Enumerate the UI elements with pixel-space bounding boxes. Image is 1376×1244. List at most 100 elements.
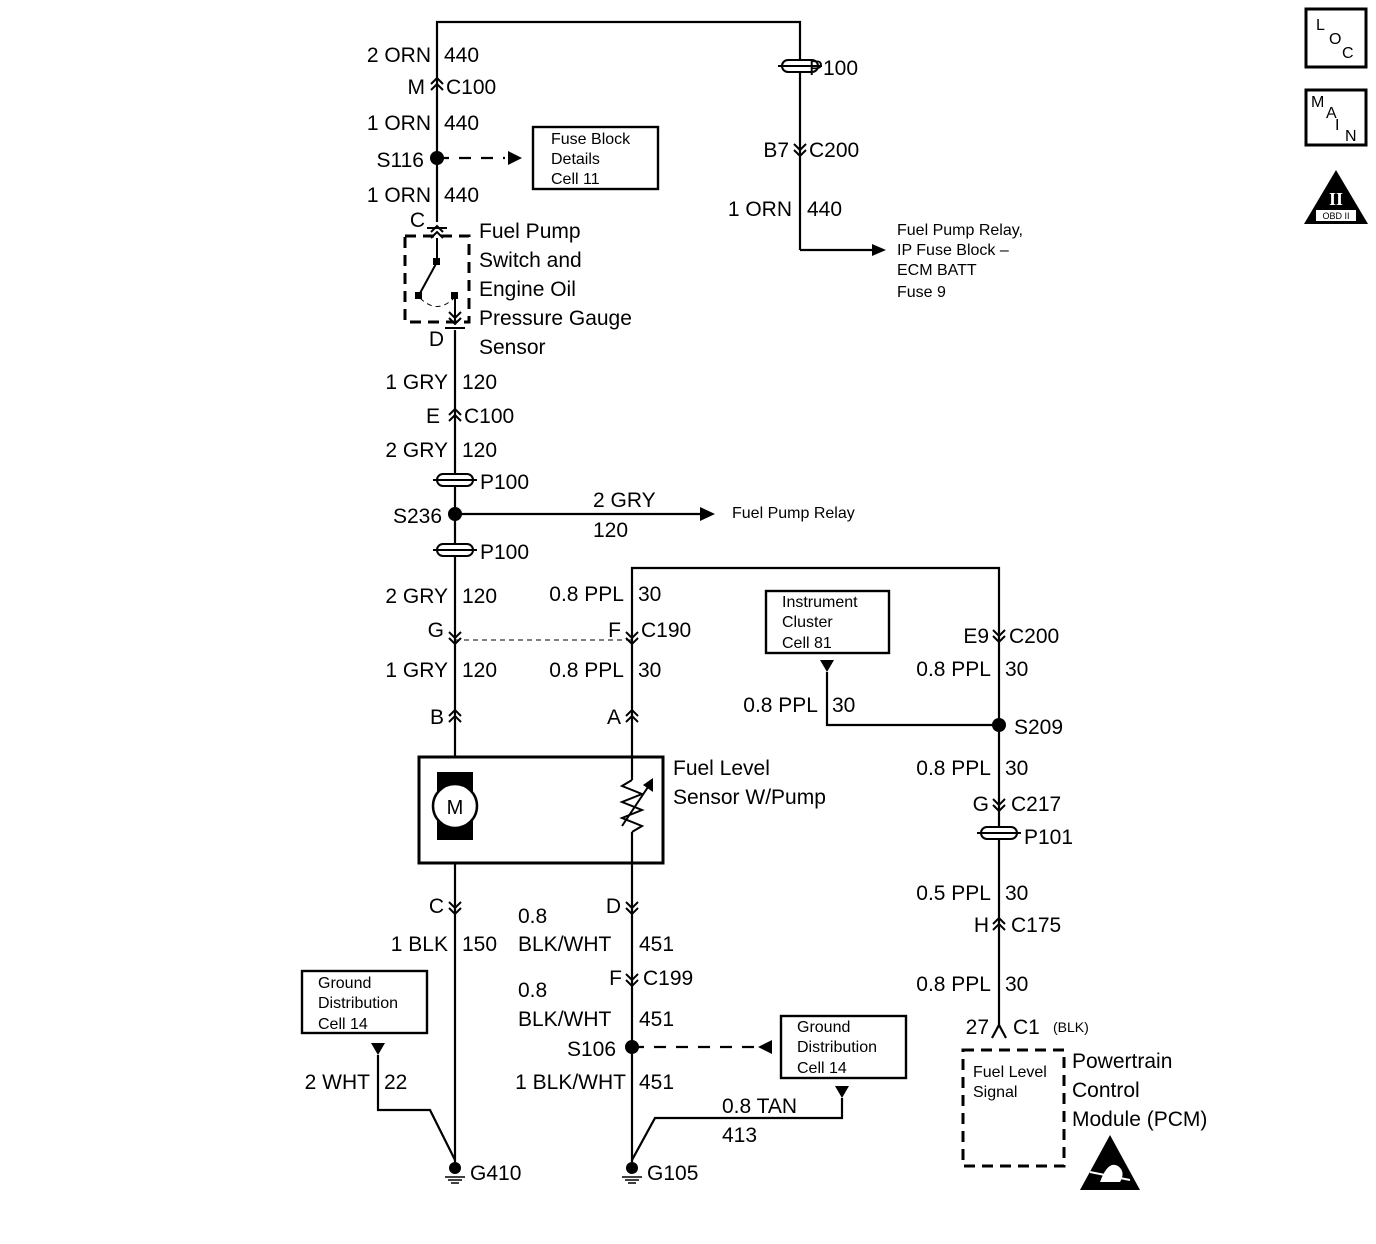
splice-s236 (448, 507, 462, 521)
passthrough-p100-a (432, 473, 478, 487)
passthrough-p101 (976, 826, 1022, 840)
wire-label-circuit: 120 (593, 519, 628, 542)
wire-label-gauge-color: 0.8 TAN (722, 1095, 797, 1118)
wire-label-gauge-color: 0.8 PPL (549, 659, 624, 682)
wire-label-gauge-color: 0.8 PPL (743, 694, 818, 717)
main-icon[interactable]: M A I N (1304, 88, 1368, 147)
component-name: Switch and (479, 249, 582, 272)
ref-text: ECM BATT (897, 262, 977, 279)
svg-text:M: M (1311, 94, 1324, 111)
wire-label-circuit: 30 (1005, 973, 1028, 996)
wire-label-circuit: 30 (1005, 882, 1028, 905)
connector-pin-label: G (428, 619, 444, 642)
wire-wht-22 (376, 1055, 456, 1161)
component-name: Engine Oil (479, 278, 576, 301)
wire-label-color: BLK/WHT (518, 1008, 612, 1031)
wire-label-gauge-color: 2 ORN (367, 44, 431, 67)
wire-label-gauge-color: 2 GRY (593, 489, 656, 512)
obd-ii-icon[interactable]: II OBD II (1304, 170, 1368, 224)
component-name: Fuel Pump (479, 220, 581, 243)
wire-label-gauge-color: 2 WHT (305, 1071, 371, 1094)
wire-label-gauge-color: 1 GRY (385, 659, 448, 682)
connector-pin-label: D (606, 895, 621, 918)
ref-arrow-ground-dist-right (835, 1086, 849, 1098)
esd-warning-icon (1080, 1135, 1140, 1190)
wire-label-circuit: 120 (462, 371, 497, 394)
wire-label-gauge-color: 0.8 PPL (549, 583, 624, 606)
connector-pcm-c1 (991, 1022, 1007, 1039)
ref-box-ground-dist-left (300, 969, 429, 1035)
splice-s116 (430, 151, 444, 165)
wire-label-circuit: 30 (638, 583, 661, 606)
fuel-pump-switch-component (403, 234, 471, 324)
connector-pin-label: A (607, 706, 621, 729)
connector-pin-label: B7 (763, 139, 789, 162)
svg-text:O: O (1329, 31, 1341, 48)
passthrough-label: P100 (480, 541, 529, 564)
wire-label-circuit: 30 (832, 694, 855, 717)
ref-box-ground-dist-right (779, 1014, 908, 1080)
wire-label-circuit: 120 (462, 439, 497, 462)
connector-pin-label: C (410, 209, 425, 232)
wire-label-circuit: 30 (1005, 757, 1028, 780)
ref-text: Instrument (782, 594, 858, 611)
svg-text:II: II (1329, 189, 1343, 209)
wire-label-circuit: 413 (722, 1124, 757, 1147)
wire-orn-440-loop (435, 20, 802, 250)
ref-text: Cell 11 (551, 171, 600, 188)
splice-label: S106 (567, 1038, 616, 1061)
svg-text:OBD II: OBD II (1322, 211, 1349, 221)
wire-label-gauge-color: 2 GRY (385, 439, 448, 462)
svg-text:N: N (1345, 128, 1357, 145)
svg-text:A: A (1326, 105, 1337, 122)
connector-name-label: C200 (809, 139, 859, 162)
wire-ppl-30-loop (630, 566, 1001, 1168)
connector-pin-label: F (608, 619, 621, 642)
wire-ppl-30-instrument-cluster (825, 672, 999, 727)
wire-label-circuit: 440 (807, 198, 842, 221)
svg-text:C: C (1342, 45, 1354, 62)
wire-label-circuit: 120 (462, 659, 497, 682)
splice-label: S209 (1014, 716, 1063, 739)
splice-label: S236 (393, 505, 442, 528)
ref-text: Distribution (318, 995, 398, 1012)
ref-text: IP Fuse Block – (897, 242, 1009, 259)
component-name: Sensor W/Pump (673, 786, 826, 809)
connector-name-label: C217 (1011, 793, 1061, 816)
wire-label-gauge-color: 2 GRY (385, 585, 448, 608)
svg-text:L: L (1316, 17, 1325, 34)
loc-icon[interactable]: L O C (1304, 7, 1368, 69)
wire-label-gauge-color: 1 ORN (367, 112, 431, 135)
wire-tan-413 (631, 1098, 844, 1161)
motor-symbol-label: M (447, 797, 464, 819)
connector-name-label: C100 (464, 405, 514, 428)
splice-label: S116 (377, 149, 425, 172)
ref-text: Distribution (797, 1039, 877, 1056)
wire-label-gauge-color: 1 BLK (391, 933, 448, 956)
ground-label: G105 (647, 1162, 698, 1185)
ref-text: Fuel Pump Relay (732, 505, 855, 522)
ref-text: Fuse Block (551, 131, 631, 148)
ref-text: Cell 81 (782, 635, 832, 652)
wire-label-circuit: 120 (462, 585, 497, 608)
component-name: Powertrain (1072, 1050, 1172, 1073)
passthrough-label: P100 (480, 471, 529, 494)
ref-text: Fuse 9 (897, 284, 946, 301)
connector-name-label: C199 (643, 967, 693, 990)
connector-pin-label: E (426, 405, 440, 428)
passthrough-label: P100 (809, 57, 858, 80)
connector-pin-label: F (609, 967, 622, 990)
wire-label-gauge: 0.8 (518, 905, 547, 928)
svg-text:I: I (1335, 117, 1339, 134)
wire-label-gauge-color: 1 BLK/WHT (515, 1071, 626, 1094)
ref-arrow-fuel-pump-relay (700, 507, 715, 521)
wire-label-circuit: 440 (444, 184, 479, 207)
splice-s106 (625, 1040, 639, 1054)
connector-switch-c (427, 225, 447, 252)
ref-text: Fuel Pump Relay, (897, 222, 1023, 239)
wire-label-circuit: 451 (639, 1008, 674, 1031)
connector-pin-label: 27 (966, 1016, 989, 1039)
ref-text: Cluster (782, 614, 833, 631)
wire-label-circuit: 451 (639, 1071, 674, 1094)
